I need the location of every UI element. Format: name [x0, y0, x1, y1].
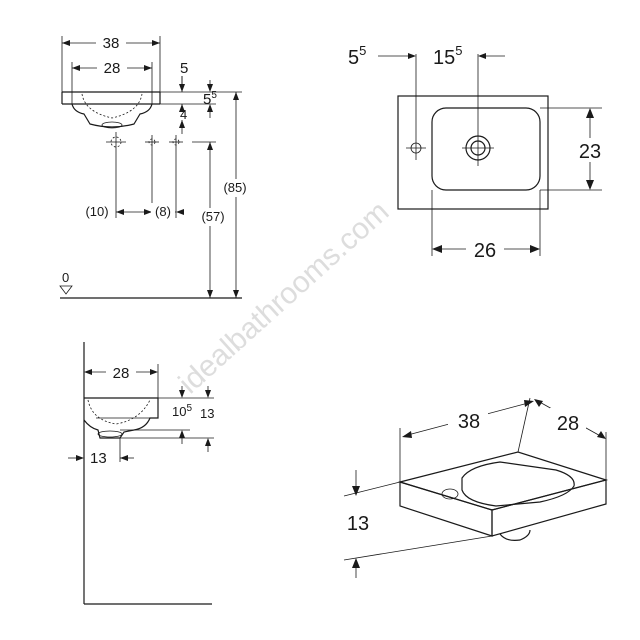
dim-57: (57): [201, 209, 224, 224]
dim-wall-13: 13: [90, 450, 107, 467]
waste-outlet: [462, 54, 494, 166]
dim-plan-left: 55: [348, 43, 366, 69]
dim-rim-5: 55: [203, 90, 217, 108]
dim-5: 5: [180, 60, 188, 77]
tap-marker-middle: [145, 135, 159, 149]
dim-plan-26: 26: [474, 240, 496, 262]
dim-28: 28: [104, 60, 121, 77]
tap-marker-left: [106, 132, 126, 152]
front-view: 38 28 5 55 4 (10) (8): [59, 34, 253, 299]
dim-85: (85): [223, 180, 246, 195]
dim-38: 38: [103, 35, 120, 52]
dim-4: 4: [180, 107, 187, 122]
dim-side-28: 28: [113, 365, 130, 382]
dim-iso-13: 13: [347, 513, 369, 535]
dim-plan-23: 23: [579, 141, 601, 163]
isometric-view: 38 28 13: [340, 397, 609, 578]
floor-zero-label: 0: [62, 270, 69, 285]
dim-side-13: 13: [200, 406, 214, 421]
tap-hole: [406, 54, 426, 160]
dim-plan-right: 155: [433, 43, 462, 69]
dim-side-10-5: 105: [172, 403, 192, 419]
dim-iso-38: 38: [458, 411, 480, 433]
dim-tap-10: (10): [85, 204, 108, 219]
plan-view: 55 155 23 26: [348, 43, 606, 262]
tap-marker-right: [169, 135, 183, 149]
dim-iso-28: 28: [557, 413, 579, 435]
dim-tap-8: (8): [155, 204, 171, 219]
side-view: 28 105 13 13: [68, 342, 214, 605]
